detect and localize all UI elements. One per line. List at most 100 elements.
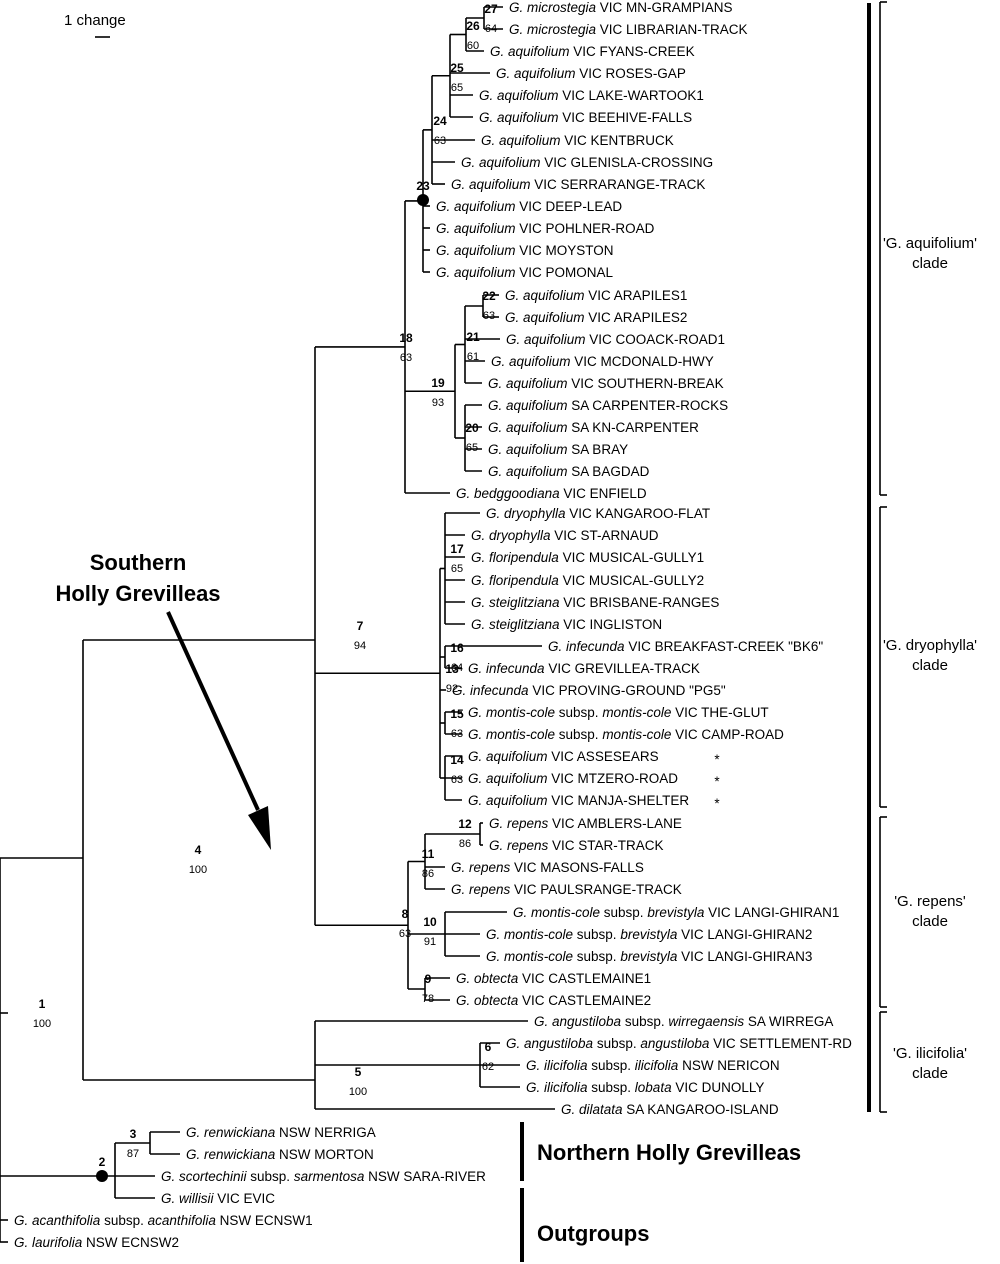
node-number-25: 25 (450, 61, 464, 75)
bootstrap-value-25: 65 (451, 82, 463, 94)
taxon-label: G. ilicifolia subsp. ilicifolia NSW NERI… (526, 1058, 780, 1073)
taxon-species: G. repens (451, 882, 511, 897)
node-number-24: 24 (433, 114, 447, 128)
taxon-locality: VIC BREAKFAST-CREEK "BK6" (625, 639, 824, 654)
bootstrap-value-9: 78 (422, 993, 434, 1005)
taxon-subspecies: angustiloba (640, 1036, 710, 1051)
taxon-subspecies: brevistyla (647, 905, 705, 920)
taxon-subspecies: ilicifolia (635, 1058, 679, 1073)
bootstrap-value-6: 62 (482, 1061, 494, 1073)
southern-label-line2: Holly Grevilleas (55, 581, 220, 606)
taxon-locality: VIC STAR-TRACK (548, 838, 663, 853)
taxon-label: G. steiglitziana VIC BRISBANE-RANGES (471, 595, 719, 610)
taxon-label: G. aquifolium VIC SERRARANGE-TRACK (451, 177, 705, 192)
taxon-label: G. scortechinii subsp. sarmentosa NSW SA… (161, 1169, 486, 1184)
taxon-label: G. aquifolium VIC POHLNER-ROAD (436, 221, 655, 236)
taxon-locality: VIC MUSICAL-GULLY1 (559, 550, 704, 565)
taxon-label: G. aquifolium VIC LAKE-WARTOOK1 (479, 88, 704, 103)
bootstrap-value-15: 63 (451, 728, 463, 740)
taxon-locality: VIC POMONAL (516, 265, 614, 280)
taxon-species: G. aquifolium (490, 44, 570, 59)
taxon-label: G. aquifolium VIC ARAPILES2 (505, 310, 687, 325)
taxon-species: G. angustiloba (534, 1014, 622, 1029)
taxon-rank: subsp. (588, 1058, 635, 1073)
taxon-label: G. acanthifolia subsp. acanthifolia NSW … (14, 1213, 313, 1228)
taxon-locality: SA CARPENTER-ROCKS (568, 398, 729, 413)
taxon-label: G. aquifolium VIC MTZERO-ROAD (468, 771, 678, 786)
taxon-rank: subsp. (573, 927, 620, 942)
bootstrap-value-5: 100 (349, 1086, 367, 1098)
taxon-label: G. aquifolium VIC DEEP-LEAD (436, 199, 622, 214)
taxon-label: G. willisii VIC EVIC (161, 1191, 275, 1206)
node-number-8: 8 (402, 907, 409, 921)
taxon-rank: subsp. (555, 727, 602, 742)
taxon-rank: subsp. (247, 1169, 294, 1184)
taxon-subspecies: brevistyla (620, 949, 678, 964)
clade-label-dryophylla: 'G. dryophylla'clade (883, 637, 977, 674)
taxon-locality: VIC LANGI-GHIRAN3 (677, 949, 812, 964)
bootstrap-value-24: 63 (434, 135, 446, 147)
southern-arrow-head (248, 806, 271, 850)
scale-bar: 1 change (64, 12, 126, 38)
taxon-locality: NSW NERRIGA (275, 1125, 376, 1140)
taxon-label: G. aquifolium VIC KENTBRUCK (481, 133, 674, 148)
taxon-label: G. aquifolium VIC ROSES-GAP (496, 66, 686, 81)
taxon-species: G. acanthifolia (14, 1213, 101, 1228)
taxon-species: G. infecunda (452, 683, 529, 698)
taxon-label: G. angustiloba subsp. wirregaensis SA WI… (534, 1014, 833, 1029)
taxon-rank: subsp. (593, 1036, 640, 1051)
taxon-rank: subsp. (621, 1014, 668, 1029)
taxon-label: G. montis-cole subsp. brevistyla VIC LAN… (486, 949, 812, 964)
taxon-locality: SA KANGAROO-ISLAND (623, 1102, 779, 1117)
taxon-species: G. aquifolium (436, 199, 516, 214)
node-number-20: 20 (465, 421, 479, 435)
taxon-species: G. aquifolium (479, 110, 559, 125)
taxon-label: G. repens VIC PAULSRANGE-TRACK (451, 882, 682, 897)
taxon-asterisk: * (714, 752, 720, 767)
taxon-species: G. infecunda (468, 661, 545, 676)
taxon-subspecies: montis-cole (602, 705, 671, 720)
taxon-rank: subsp. (588, 1080, 635, 1095)
taxon-locality: VIC COOACK-ROAD1 (586, 332, 726, 347)
taxon-locality: VIC BEEHIVE-FALLS (559, 110, 693, 125)
bootstrap-value-16: 64 (451, 662, 463, 674)
taxon-species: G. microstegia (509, 22, 597, 37)
taxon-locality: SA WIRREGA (744, 1014, 833, 1029)
taxon-locality: VIC DUNOLLY (672, 1080, 765, 1095)
taxon-label: G. microstegia VIC MN-GRAMPIANS (509, 0, 733, 15)
taxon-species: G. steiglitziana (471, 595, 560, 610)
taxon-label: G. floripendula VIC MUSICAL-GULLY2 (471, 573, 704, 588)
southern-callout: Southern Holly Grevilleas (55, 550, 271, 850)
taxon-species: G. aquifolium (488, 442, 568, 457)
taxon-label: G. repens VIC MASONS-FALLS (451, 860, 644, 875)
node-number-1: 1 (39, 997, 46, 1011)
taxon-label: G. obtecta VIC CASTLEMAINE1 (456, 971, 651, 986)
northern-callout: Northern Holly Grevilleas (520, 1122, 801, 1181)
taxon-locality: VIC GLENISLA-CROSSING (541, 155, 714, 170)
taxon-species: G. repens (489, 816, 549, 831)
taxon-species: G. aquifolium (505, 288, 585, 303)
node-number-18: 18 (399, 331, 413, 345)
taxon-locality: VIC LANGI-GHIRAN1 (704, 905, 839, 920)
taxon-labels: G. microstegia VIC MN-GRAMPIANS G. micros… (14, 0, 852, 1250)
taxon-label: G. aquifolium VIC GLENISLA-CROSSING (461, 155, 713, 170)
node-number-7: 7 (357, 619, 364, 633)
taxon-species: G. aquifolium (491, 354, 571, 369)
southern-arrow-shaft (166, 611, 260, 811)
node-number-11: 11 (422, 847, 435, 861)
taxon-locality: VIC MCDONALD-HWY (571, 354, 714, 369)
taxon-subspecies: montis-cole (602, 727, 671, 742)
node-number-23: 23 (416, 179, 430, 193)
southern-label-line1: Southern (90, 550, 187, 575)
node-number-2: 2 (99, 1155, 106, 1169)
taxon-species: G. aquifolium (436, 265, 516, 280)
bootstrap-value-19: 93 (432, 397, 444, 409)
taxon-locality: VIC SERRARANGE-TRACK (531, 177, 706, 192)
taxon-species: G. aquifolium (488, 398, 568, 413)
taxon-label: G. aquifolium VIC FYANS-CREEK (490, 44, 695, 59)
taxon-label: G. repens VIC STAR-TRACK (489, 838, 664, 853)
node-labels: 1100238741005100662794863978109111861286… (33, 2, 498, 1169)
taxon-species: G. dilatata (561, 1102, 623, 1117)
taxon-species: G. aquifolium (451, 177, 531, 192)
